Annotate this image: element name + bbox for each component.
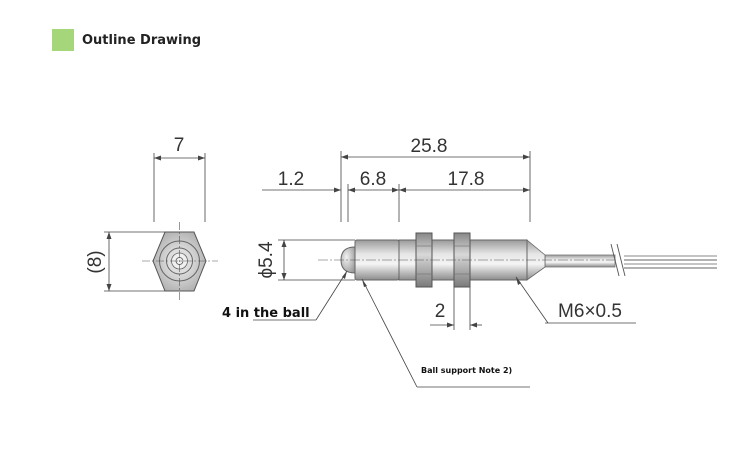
header-accent-square	[52, 29, 74, 51]
ball-support-note: Ball support Note 2)	[421, 366, 512, 375]
ball-offset-label: 1.2	[278, 169, 304, 190]
section-header: Outline Drawing	[52, 29, 201, 51]
tip-length-label: 6.8	[360, 169, 386, 190]
nut-gap-label: 2	[435, 301, 446, 322]
section-title: Outline Drawing	[82, 32, 202, 48]
hex-width-label: 7	[174, 135, 185, 156]
tip-section	[354, 239, 400, 281]
cable	[544, 254, 616, 268]
total-length-label: 25.8	[411, 136, 448, 157]
thread-label: M6×0.5	[558, 301, 622, 322]
hex-end-view: 7 (8)	[85, 135, 218, 300]
ball-note: 4 in the ball	[222, 306, 310, 321]
body-length-label: 17.8	[448, 169, 485, 190]
diameter-label: ϕ5.4	[256, 241, 277, 278]
hex-height-label: (8)	[85, 250, 106, 273]
side-view: 25.8 1.2 6.8 17.8 ϕ5.4	[222, 136, 717, 388]
